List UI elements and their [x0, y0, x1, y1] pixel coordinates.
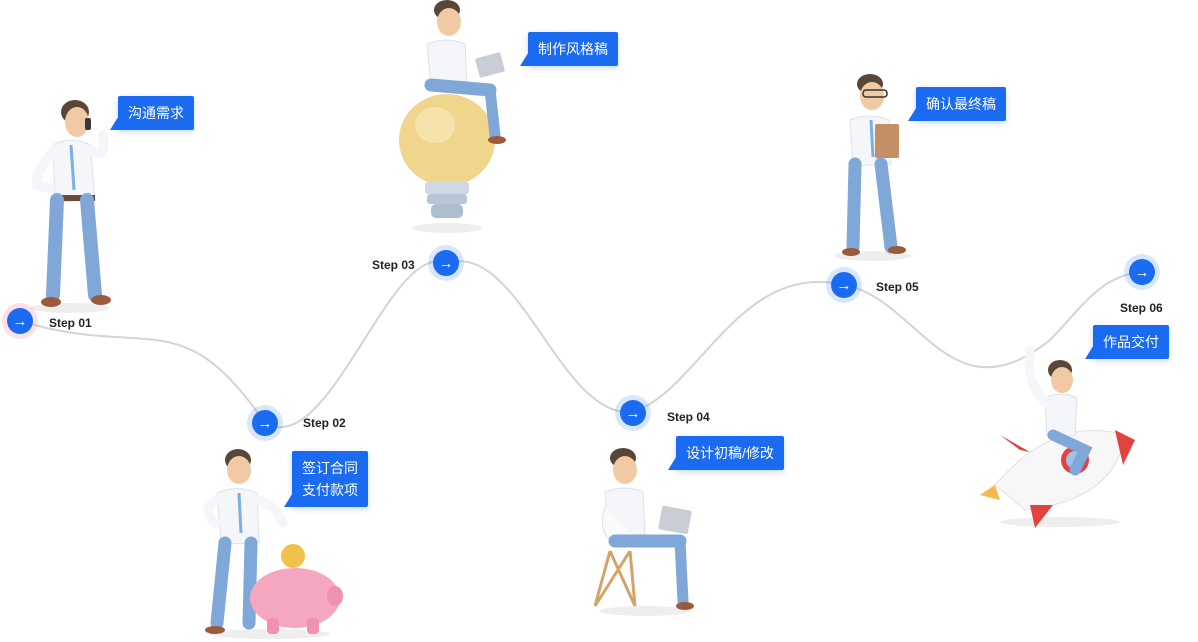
path-curve [19, 260, 1143, 428]
bubble-text-line: 设计初稿/修改 [686, 445, 774, 461]
step-node-4[interactable]: → [615, 395, 651, 431]
arrow-right-icon: → [1129, 259, 1155, 285]
step-bubble-2: 签订合同支付款项 [284, 451, 368, 507]
step-bubble-6: 作品交付 [1085, 325, 1169, 359]
arrow-right-icon: → [620, 400, 646, 426]
bubble-text-line: 签订合同 [302, 460, 358, 476]
step-label-1: Step 01 [49, 316, 92, 330]
step-bubble-3: 制作风格稿 [520, 32, 618, 66]
step-bubble-5: 确认最终稿 [908, 87, 1006, 121]
step-label-5: Step 05 [876, 280, 919, 294]
step-node-6[interactable]: → [1124, 254, 1160, 290]
step-bubble-1: 沟通需求 [110, 96, 194, 130]
step-label-4: Step 04 [667, 410, 710, 424]
arrow-right-icon: → [433, 250, 459, 276]
arrow-right-icon: → [831, 272, 857, 298]
step-bubble-4: 设计初稿/修改 [668, 436, 784, 470]
step-label-2: Step 02 [303, 416, 346, 430]
bubble-text-line: 制作风格稿 [538, 41, 608, 57]
bubble-text-line: 沟通需求 [128, 105, 184, 121]
person-phone-illustration [30, 100, 111, 313]
person-lightbulb-illustration [399, 0, 506, 233]
step-label-6: Step 06 [1120, 301, 1163, 315]
bubble-text-line: 确认最终稿 [926, 96, 996, 112]
person-piggy-bank-illustration [203, 449, 343, 639]
person-clipboard-illustration [835, 74, 911, 261]
bubble-text-line: 作品交付 [1103, 334, 1159, 350]
bubble-text-line: 支付款项 [302, 482, 358, 498]
person-chair-laptop-illustration [593, 448, 694, 616]
step-node-5[interactable]: → [826, 267, 862, 303]
step-node-1[interactable]: → [2, 303, 38, 339]
step-node-2[interactable]: → [247, 405, 283, 441]
step-label-3: Step 03 [372, 258, 415, 272]
arrow-right-icon: → [7, 308, 33, 334]
arrow-right-icon: → [252, 410, 278, 436]
person-rocket-illustration [980, 345, 1135, 528]
step-node-3[interactable]: → [428, 245, 464, 281]
